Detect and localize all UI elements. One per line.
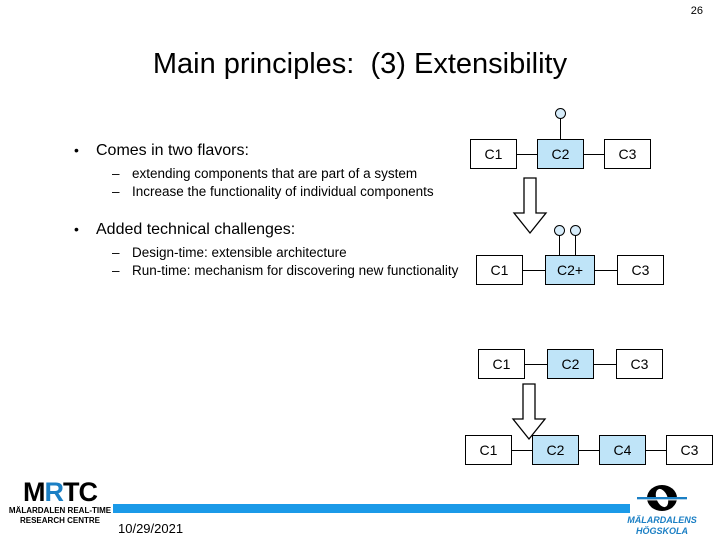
component-label: C1 [484,146,503,162]
component-box: C3 [616,349,663,379]
component-label: C3 [680,442,699,458]
page-number: 26 [690,5,703,17]
spacer [62,201,462,219]
sub-list-group1: – extending components that are part of … [62,165,462,200]
component-box: C3 [666,435,713,465]
mrtc-subtitle-line1: MÄLARDALEN REAL-TIME [8,506,112,515]
dash-marker: – [112,263,120,278]
component-label: C3 [618,146,637,162]
connector-line [512,450,532,451]
dash-marker: – [112,166,120,181]
component-label: C3 [631,262,650,278]
content-body: • Comes in two flavors: – extending comp… [62,140,462,280]
component-label: C2 [546,442,565,458]
connector-line [517,154,537,155]
sub-bullet-label: Run-time: mechanism for discovering new … [132,263,459,278]
connector-line [584,154,604,155]
sub-list-group2: – Design-time: extensible architecture –… [62,244,462,279]
component-box: C1 [470,139,517,169]
sub-bullet-label: Design-time: extensible architecture [132,245,347,260]
provided-interface-icon [555,108,566,119]
component-box: C1 [478,349,525,379]
sub-bullet-run-time: – Run-time: mechanism for discovering ne… [62,262,462,279]
connector-line [594,364,616,365]
connector-line [525,364,547,365]
component-label: C1 [492,356,511,372]
component-label: C2 [551,146,570,162]
component-box: C2+ [545,255,595,285]
mdh-wordmark: MÄLARDALENS HÖGSKOLA [627,515,697,536]
provided-interface-icon [570,225,581,236]
connector-line [646,450,666,451]
component-box: C1 [476,255,523,285]
sub-bullet-increase-functionality: – Increase the functionality of individu… [62,183,462,200]
component-box: C2 [532,435,579,465]
bullet-label: Added technical challenges: [96,221,296,238]
down-arrow-icon [512,177,548,235]
bullet-comes-in-two-flavors: • Comes in two flavors: [62,140,462,161]
lollipop-stem [560,117,561,139]
mrtc-logo: MRTC MÄLARDALEN REAL-TIME RESEARCH CENTR… [8,478,112,526]
provided-interface-icon [554,225,565,236]
sub-bullet-label: Increase the functionality of individual… [132,184,434,199]
sub-bullet-design-time: – Design-time: extensible architecture [62,244,462,261]
connector-line [579,450,599,451]
component-label: C1 [479,442,498,458]
component-label: C2 [561,356,580,372]
lollipop-stem [575,234,576,255]
bullet-marker: • [74,221,79,237]
mdh-logo: MÄLARDALENS HÖGSKOLA [608,484,716,537]
page-title: Main principles: (3) Extensibility [152,48,568,80]
bullet-marker: • [74,142,79,158]
dash-marker: – [112,245,120,260]
bullet-label: Comes in two flavors: [96,142,249,159]
component-box: C3 [617,255,664,285]
component-label: C1 [490,262,509,278]
bullet-added-technical-challenges: • Added technical challenges: [62,219,462,240]
component-label: C3 [630,356,649,372]
lollipop-stem [559,234,560,255]
sub-bullet-extending-components: – extending components that are part of … [62,165,462,182]
component-diagram: C1 C2 C3 C1 C2+ C3 C1 C2 C3 [455,100,720,480]
mdh-emblem-icon [637,484,687,514]
connector-line [595,270,617,271]
component-box: C2 [547,349,594,379]
component-label: C2+ [556,262,584,278]
mrtc-subtitle-line2: RESEARCH CENTRE [19,516,100,525]
connector-line [523,270,545,271]
footer-accent-bar [113,504,630,513]
component-box: C2 [537,139,584,169]
mrtc-wordmark: MRTC [8,478,112,506]
mrtc-wordmark-tc: TC [63,477,98,507]
component-box: C3 [604,139,651,169]
component-label: C4 [613,442,632,458]
sub-bullet-label: extending components that are part of a … [132,166,418,181]
down-arrow-icon [511,383,547,441]
component-box: C1 [465,435,512,465]
mrtc-wordmark-r: R [44,477,64,507]
footer-date: 10/29/2021 [118,521,184,536]
component-box: C4 [599,435,646,465]
dash-marker: – [112,184,120,199]
mrtc-wordmark-m: M [23,477,45,507]
